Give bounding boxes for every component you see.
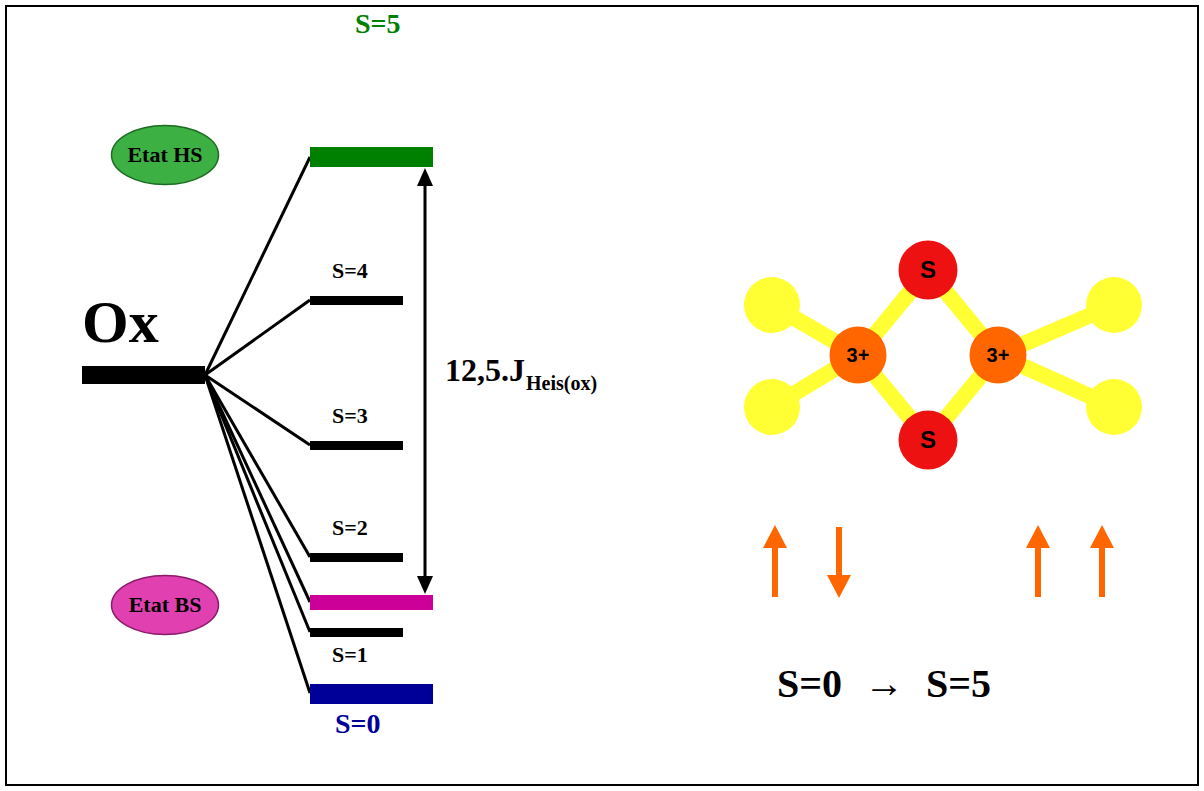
spin-arrows: [763, 525, 1114, 598]
spin-label: S=2: [332, 515, 368, 541]
state-ellipse: Etat BS: [110, 574, 220, 636]
node-text: S: [920, 426, 936, 454]
level-bar: [310, 628, 403, 637]
node-text: 3+: [987, 344, 1010, 367]
spin-label: S=3: [332, 403, 368, 429]
iron-atom: 3+: [828, 325, 888, 385]
level-bar: [310, 553, 403, 562]
sulfur-atom: S: [897, 409, 959, 471]
frame: [6, 6, 1198, 785]
state-ellipse: Etat HS: [110, 124, 220, 186]
level-bar: [310, 296, 403, 305]
spin-label: S=5: [355, 8, 401, 40]
bond-line: [944, 289, 983, 336]
bs-level: [310, 595, 433, 610]
fan-lines: [205, 157, 310, 693]
level-bar: [310, 441, 403, 450]
ox-level: [82, 366, 205, 384]
state-label: Ox: [82, 288, 159, 357]
node-text: 3+: [847, 344, 870, 367]
hs-level: [310, 147, 433, 167]
sulfur-atom: S: [897, 239, 959, 301]
spin-label: S=0: [335, 708, 381, 740]
energy-label: 12,5.J: [445, 352, 525, 389]
node-text: Etat HS: [127, 142, 202, 168]
energy-gap-arrow: [417, 168, 433, 594]
spin-label: S=1: [332, 642, 368, 668]
bond-line: [873, 289, 912, 336]
ground-level: [310, 684, 433, 704]
energy-subscript: Heis(ox): [526, 372, 597, 395]
ligand-bonds: [772, 305, 1114, 407]
transition-label: S=0 → S=5: [777, 660, 991, 707]
node-text: S: [920, 256, 936, 284]
bond-line: [873, 374, 912, 421]
bond-line: [944, 374, 983, 421]
iron-atom: 3+: [968, 325, 1028, 385]
ligand-atoms: [744, 277, 1142, 435]
spin-label: S=4: [332, 258, 368, 284]
node-text: Etat BS: [129, 592, 202, 618]
